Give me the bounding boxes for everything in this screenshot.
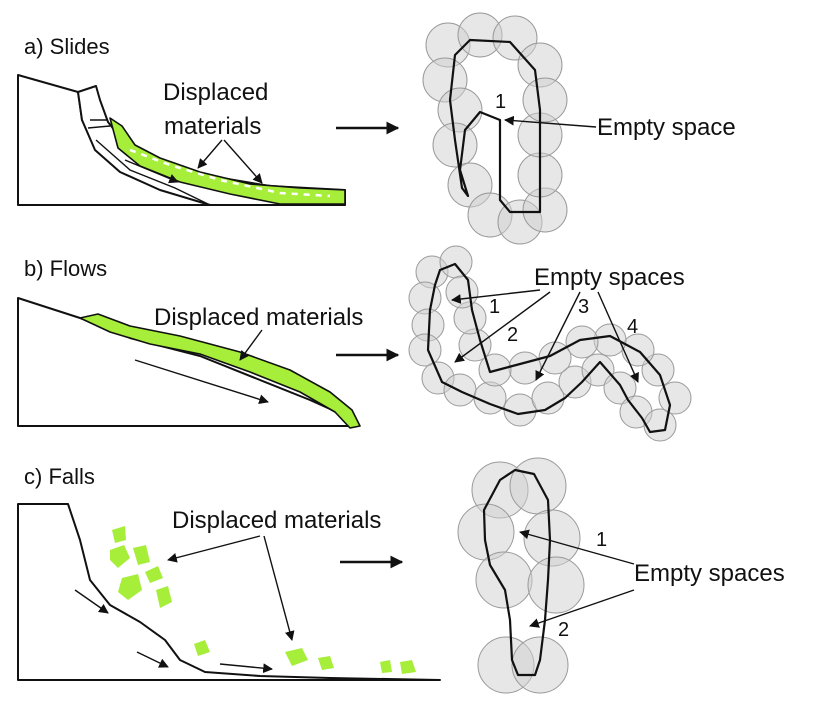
flows-empty-arrow-4 <box>597 291 639 383</box>
falls-displaced-arrow-2 <box>263 535 295 641</box>
falls-displaced-arrow-1 <box>167 535 261 563</box>
falls-number-2: 2 <box>558 619 569 641</box>
flows-number-4: 4 <box>627 316 638 338</box>
falls-rocks <box>110 526 416 674</box>
falls-empty-space-outline <box>482 468 552 677</box>
panel-slides: a) Slides Displaced materials <box>17 12 736 245</box>
panel-title-slides: a) Slides <box>24 34 110 59</box>
falls-empty-label: Empty spaces <box>634 560 785 587</box>
panel-falls: c) Falls Displaced materials <box>17 457 785 694</box>
panel-flows: b) Flows Displaced materials <box>17 245 692 442</box>
falls-displaced-label: Displaced materials <box>172 507 381 534</box>
slides-empty-space-outline <box>448 38 542 214</box>
flows-displaced-arrow <box>239 329 263 361</box>
flows-displaced-label: Displaced materials <box>154 304 363 331</box>
falls-motion-arrow-3 <box>219 663 273 674</box>
slides-empty-label: Empty space <box>597 114 736 141</box>
slides-number-1: 1 <box>495 91 506 113</box>
slide-motion-arrow <box>124 159 179 184</box>
slides-displaced-label-line2: materials <box>164 113 261 140</box>
flow-displaced-material <box>79 313 361 429</box>
flows-empty-label: Empty spaces <box>534 264 685 291</box>
slides-displaced-arrow-1 <box>197 139 223 169</box>
panel-title-falls: c) Falls <box>24 464 95 489</box>
flows-empty-space-outline <box>426 262 672 434</box>
flow-motion-arrow <box>134 359 269 405</box>
falls-empty-arrow-1 <box>519 529 635 565</box>
flows-number-2: 2 <box>507 324 518 346</box>
slides-displaced-arrow-2 <box>223 139 263 184</box>
slides-displaced-label-line1: Displaced <box>163 79 268 106</box>
falls-motion-arrow-1 <box>74 589 109 614</box>
falls-number-1: 1 <box>596 529 607 551</box>
falls-motion-arrow-2 <box>136 651 169 668</box>
slides-empty-arrow <box>504 115 597 128</box>
slides-bubbles <box>422 12 568 245</box>
panel-title-flows: b) Flows <box>24 256 107 281</box>
flows-empty-arrow-1 <box>451 289 541 304</box>
falls-bubbles <box>457 457 585 694</box>
flows-empty-arrow-3 <box>535 291 581 381</box>
flows-number-1: 1 <box>489 296 500 318</box>
flows-number-3: 3 <box>578 296 589 318</box>
falls-empty-arrow-2 <box>529 589 635 628</box>
flows-empty-arrow-2 <box>454 291 551 363</box>
falls-terrain <box>17 503 441 681</box>
